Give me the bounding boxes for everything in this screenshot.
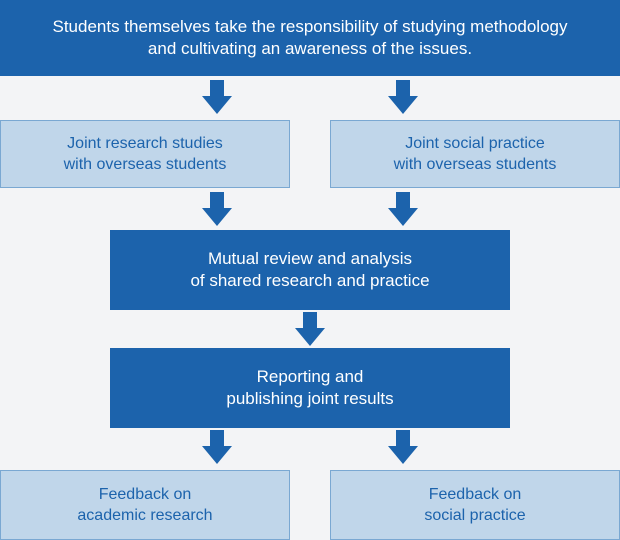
reporting-line-2: publishing joint results	[226, 389, 394, 408]
feedback-academic-line-2: academic research	[77, 507, 213, 524]
feedback-academic-line-1: Feedback on	[98, 486, 192, 503]
arrow-down-icon	[388, 80, 418, 114]
arrow-down-icon	[202, 80, 232, 114]
joint-research-box: Joint research studies with overseas stu…	[0, 120, 290, 188]
reporting-line-1: Reporting and	[256, 367, 364, 386]
feedback-social-line-1: Feedback on	[428, 486, 522, 503]
reporting-box: Reporting and publishing joint results	[110, 348, 510, 428]
joint-social-line-1: Joint social practice	[405, 135, 545, 152]
arrow-down-icon	[295, 312, 325, 346]
arrow-down-icon	[388, 430, 418, 464]
arrow-down-icon	[388, 192, 418, 226]
feedback-academic-box: Feedback on academic research	[0, 470, 290, 540]
arrow-down-icon	[202, 192, 232, 226]
joint-research-line-2: with overseas students	[63, 156, 227, 173]
joint-research-line-1: Joint research studies	[67, 135, 223, 152]
top-box-methodology: Students themselves take the responsibil…	[0, 0, 620, 76]
mutual-review-line-2: of shared research and practice	[190, 271, 430, 290]
mutual-review-box: Mutual review and analysis of shared res…	[110, 230, 510, 310]
joint-social-box: Joint social practice with overseas stud…	[330, 120, 620, 188]
arrow-down-icon	[202, 430, 232, 464]
top-box-line-1: Students themselves take the responsibil…	[52, 17, 568, 36]
feedback-social-box: Feedback on social practice	[330, 470, 620, 540]
top-box-line-2: and cultivating an awareness of the issu…	[147, 39, 473, 58]
joint-social-line-2: with overseas students	[393, 156, 557, 173]
feedback-social-line-2: social practice	[424, 507, 526, 524]
mutual-review-line-1: Mutual review and analysis	[207, 249, 413, 268]
